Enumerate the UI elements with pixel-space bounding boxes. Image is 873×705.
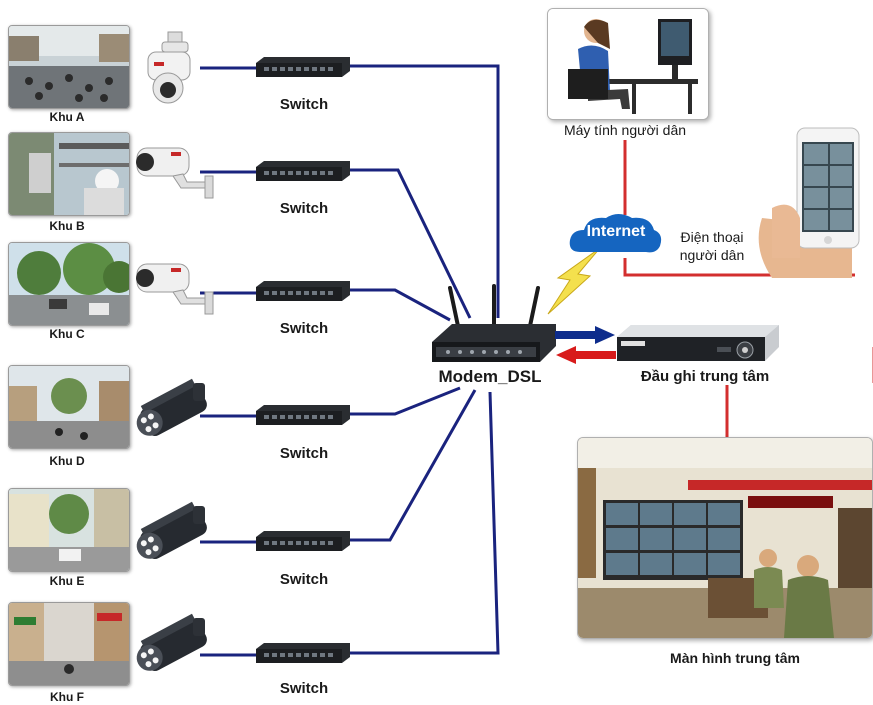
network-switch-icon bbox=[256, 403, 350, 427]
zone-label: Khu C bbox=[49, 327, 85, 341]
ir-bullet-camera-icon bbox=[133, 610, 228, 680]
phone-label-line1: Điện thoại bbox=[680, 229, 744, 245]
zone-a-photo bbox=[8, 25, 130, 109]
router-icon bbox=[428, 284, 560, 366]
network-switch-icon bbox=[256, 55, 350, 79]
phone-label-line2: người dân bbox=[679, 247, 745, 263]
zone-label: Khu D bbox=[49, 454, 85, 468]
zone-c-photo bbox=[8, 242, 130, 326]
lightning-icon bbox=[540, 246, 610, 316]
phone-user-label: Điện thoại người dân bbox=[662, 228, 762, 264]
zone-b-photo bbox=[8, 132, 130, 216]
zone-e-photo bbox=[8, 488, 130, 572]
switch-label: Switch bbox=[279, 445, 329, 462]
cable-switch-f bbox=[200, 391, 500, 657]
pc-user-photo bbox=[547, 8, 709, 120]
smartphone-icon bbox=[742, 118, 867, 280]
cable-switch-b bbox=[200, 168, 472, 319]
zone-label: Khu A bbox=[49, 110, 85, 124]
dome-camera-icon bbox=[140, 31, 200, 104]
switch-label: Switch bbox=[279, 320, 329, 337]
cable-switch-d bbox=[200, 386, 461, 418]
internet-label: Internet bbox=[586, 223, 646, 240]
arrow-from-dvr-icon bbox=[556, 346, 616, 364]
ir-bullet-camera-icon bbox=[133, 375, 228, 445]
arrow-to-dvr-icon bbox=[555, 326, 615, 344]
monitoring-center-label: Màn hình trung tâm bbox=[670, 650, 800, 666]
bullet-camera-icon bbox=[133, 258, 215, 316]
cable-switch-a bbox=[200, 64, 500, 318]
network-switch-icon bbox=[256, 641, 350, 665]
zone-label: Khu E bbox=[49, 574, 85, 588]
network-switch-icon bbox=[256, 279, 350, 303]
switch-label: Switch bbox=[279, 200, 329, 217]
zone-label: Khu F bbox=[50, 690, 84, 704]
network-switch-icon bbox=[256, 159, 350, 183]
modem-label: Modem_DSL bbox=[438, 367, 542, 386]
bullet-camera-icon bbox=[133, 142, 215, 200]
zone-label: Khu B bbox=[49, 219, 85, 233]
dvr-label: Đầu ghi trung tâm bbox=[640, 368, 770, 385]
dvr-icon bbox=[617, 325, 779, 365]
zone-d-photo bbox=[8, 365, 130, 449]
zone-f-photo bbox=[8, 602, 130, 686]
cloud-icon bbox=[569, 214, 662, 253]
network-switch-icon bbox=[256, 529, 350, 553]
switch-label: Switch bbox=[279, 571, 329, 588]
pc-user-label: Máy tính người dân bbox=[563, 122, 687, 138]
switch-label: Switch bbox=[279, 680, 329, 697]
switch-label: Switch bbox=[279, 96, 329, 113]
cable-switch-e bbox=[200, 389, 477, 544]
ir-bullet-camera-icon bbox=[133, 498, 228, 568]
monitoring-room-photo bbox=[577, 437, 873, 639]
